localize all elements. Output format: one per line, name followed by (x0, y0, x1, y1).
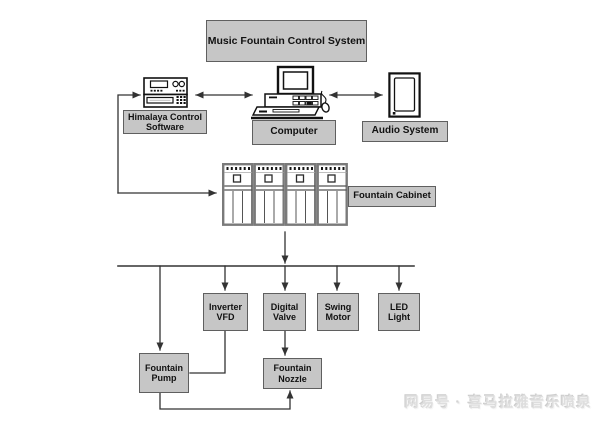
control-cabinet-icon (222, 163, 348, 226)
node-fountain-nozzle: Fountain Nozzle (263, 358, 322, 389)
himalaya-label: Himalaya Control Software (127, 111, 203, 133)
media-controller-icon (143, 77, 188, 108)
pump-to-nozzle (159, 390, 294, 410)
led-light-label: LED Light (388, 301, 410, 323)
inverter-label: Inverter VFD (208, 301, 243, 323)
desktop-computer-icon (251, 65, 330, 120)
node-audio-system: Audio System (362, 121, 448, 142)
digital-valve-label: Digital Valve (270, 301, 299, 323)
title-label: Music Fountain Control System (207, 34, 366, 47)
node-fountain-cabinet: Fountain Cabinet (348, 186, 436, 207)
speaker-icon (388, 72, 421, 118)
pump-label: Fountain Pump (145, 362, 183, 384)
link-cabinet-to-himalaya-up (117, 91, 141, 194)
node-swing-motor: Swing Motor (317, 293, 359, 331)
node-inverter-vfd: Inverter VFD (203, 293, 248, 331)
swing-motor-label: Swing Motor (324, 301, 352, 323)
node-computer: Computer (252, 120, 336, 145)
computer-label: Computer (270, 126, 318, 138)
audio-label: Audio System (371, 125, 439, 137)
title-box: Music Fountain Control System (206, 20, 367, 62)
node-led-light: LED Light (378, 293, 420, 331)
node-fountain-pump: Fountain Pump (139, 353, 189, 393)
inverter-to-pump (189, 330, 226, 374)
watermark-text: 网易号 · 喜马拉雅音乐喷泉 (404, 394, 592, 410)
cabinet-label: Fountain Cabinet (353, 190, 431, 202)
nozzle-label: Fountain Nozzle (273, 363, 312, 384)
node-himalaya-software: Himalaya Control Software (123, 110, 207, 134)
node-digital-valve: Digital Valve (263, 293, 306, 331)
